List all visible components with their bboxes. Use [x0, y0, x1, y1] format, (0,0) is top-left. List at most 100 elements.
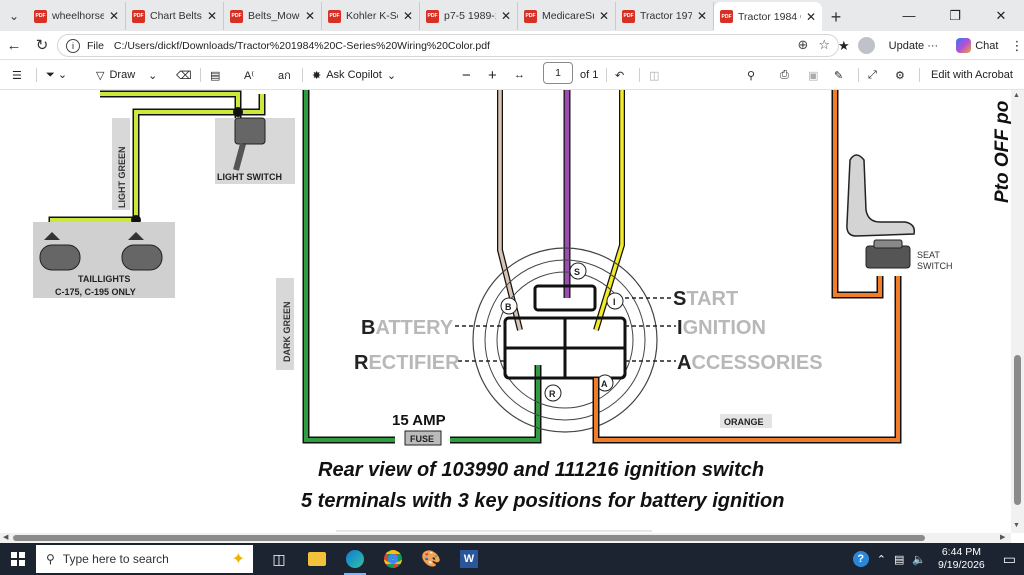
favorites-icon[interactable]: ★: [838, 37, 850, 53]
close-icon[interactable]: ✕: [206, 9, 217, 23]
window-close-icon[interactable]: ✕: [995, 7, 1007, 23]
tab-title: Belts_Mower_sp: [248, 10, 300, 22]
close-icon[interactable]: ✕: [500, 9, 511, 23]
fit-page-icon[interactable]: ↔: [514, 69, 525, 81]
close-icon[interactable]: ✕: [304, 9, 315, 23]
minimize-icon[interactable]: —: [902, 8, 916, 23]
tab-6[interactable]: PDF Tractor 1975 C- ✕: [616, 2, 714, 30]
tab-0[interactable]: PDF wheelhorseallye ✕: [28, 2, 126, 30]
scroll-down-arrow-icon[interactable]: ▼: [1013, 522, 1020, 529]
address-right-tools: ★ Update ··· Chat ⋮: [838, 33, 1023, 58]
url-text[interactable]: C:/Users/dickf/Downloads/Tractor%201984%…: [113, 39, 490, 52]
accessories-initial: A: [677, 352, 691, 374]
text-box-icon[interactable]: ▤: [210, 69, 221, 82]
clock[interactable]: 6:44 PM 9/19/2026: [938, 546, 985, 572]
chevron-up-icon[interactable]: ⌃: [876, 553, 886, 566]
save-as-icon[interactable]: ✎: [834, 69, 844, 82]
refresh-icon[interactable]: ↻: [35, 37, 49, 54]
volume-icon[interactable]: 🔈: [912, 553, 927, 566]
horizontal-scrollbar[interactable]: ◀ ▶: [0, 533, 1011, 543]
page-view-icon[interactable]: ◫: [649, 69, 660, 82]
gear-icon[interactable]: ⚙: [895, 69, 905, 82]
edge-browser-icon[interactable]: [336, 543, 374, 575]
close-icon[interactable]: ✕: [696, 9, 707, 23]
back-arrow-icon[interactable]: ←: [6, 36, 22, 54]
page-number-input[interactable]: 1: [543, 62, 573, 84]
task-view-icon[interactable]: ◫: [272, 550, 286, 567]
fullscreen-icon[interactable]: ⤢: [868, 68, 877, 81]
address-bar: ← ↻ i File C:/Users/dickf/Downloads/Trac…: [0, 31, 1024, 60]
tab-7-active[interactable]: PDF Tractor 1984 C- ✕: [714, 2, 822, 31]
terminal-a: A: [601, 379, 608, 389]
taskbar-search-box[interactable]: ⚲ Type here to search ✦: [36, 545, 253, 573]
highlight-icon[interactable]: ⏷ ⌄: [46, 69, 68, 81]
dark-green-label: DARK GREEN: [282, 301, 292, 362]
close-icon[interactable]: ✕: [598, 9, 609, 23]
pdf-icon: PDF: [328, 9, 341, 23]
url-scheme: File: [87, 39, 104, 52]
taillights-models: C-175, C-195 ONLY: [55, 287, 136, 297]
vertical-scroll-thumb[interactable]: [1014, 355, 1021, 505]
pto-label: Pto OFF po: [992, 101, 1011, 203]
word-icon[interactable]: W: [450, 543, 488, 575]
scroll-up-arrow-icon[interactable]: ▲: [1013, 92, 1020, 99]
file-explorer-icon[interactable]: [298, 543, 336, 575]
scroll-left-arrow-icon[interactable]: ◀: [3, 534, 9, 541]
tab-actions-chevron-icon[interactable]: ⌄: [8, 8, 20, 23]
info-icon[interactable]: i: [66, 38, 80, 53]
clock-date: 9/19/2026: [938, 559, 985, 571]
eraser-icon[interactable]: ⌫: [176, 69, 192, 82]
horizontal-scroll-thumb[interactable]: [13, 535, 925, 541]
chat-button[interactable]: Chat: [952, 35, 1002, 56]
update-button[interactable]: Update ···: [888, 39, 939, 52]
close-icon[interactable]: ✕: [108, 9, 119, 23]
tab-title: Kohler K-Servic: [346, 10, 398, 22]
start-button[interactable]: [0, 543, 36, 575]
zoom-icon[interactable]: ⊕: [797, 37, 809, 52]
tab-1[interactable]: PDF Chart Belts Trac ✕: [126, 2, 224, 30]
new-tab-plus-icon[interactable]: +: [830, 6, 842, 27]
print-icon[interactable]: ⎙: [780, 68, 789, 81]
taskbar-pinned-apps: ◫ 🎨 W: [260, 543, 488, 575]
vertical-scrollbar[interactable]: ▲ ▼: [1011, 90, 1024, 533]
scroll-right-arrow-icon[interactable]: ▶: [1000, 534, 1006, 541]
chrome-icon[interactable]: [374, 543, 412, 575]
settings-menu-icon[interactable]: ⋮: [1010, 37, 1024, 53]
draw-label: Draw: [109, 69, 136, 81]
save-icon[interactable]: ▣: [808, 69, 819, 82]
read-aloud-icon[interactable]: A⁽: [244, 69, 255, 82]
rotate-icon[interactable]: ↶: [615, 69, 625, 82]
translate-icon[interactable]: aก: [278, 70, 291, 82]
tab-4[interactable]: PDF p7-5 1989-1991 ✕: [420, 2, 518, 30]
ask-copilot-button[interactable]: ✸ Ask Copilot ⌄: [312, 65, 396, 85]
tab-2[interactable]: PDF Belts_Mower_sp ✕: [224, 2, 322, 30]
tab-5[interactable]: PDF MedicareSumm ✕: [518, 2, 616, 30]
clock-time: 6:44 PM: [941, 546, 981, 558]
zoom-in-icon[interactable]: +: [488, 66, 497, 84]
windows-logo-icon: [11, 552, 25, 566]
help-icon[interactable]: ?: [852, 551, 869, 567]
omnibox[interactable]: i File C:/Users/dickf/Downloads/Tractor%…: [57, 34, 839, 57]
draw-button[interactable]: ▽ Draw ⌄: [96, 65, 157, 85]
restore-icon[interactable]: ❐: [949, 7, 961, 23]
paint-icon[interactable]: 🎨: [421, 551, 441, 568]
avatar[interactable]: [857, 37, 875, 54]
pdf-icon: PDF: [426, 9, 439, 23]
pdf-icon: PDF: [622, 9, 635, 23]
network-icon[interactable]: ▤: [893, 553, 905, 566]
tab-title: Tractor 1984 C-: [738, 10, 801, 23]
close-icon[interactable]: ✕: [402, 9, 413, 23]
search-icon[interactable]: ⚲: [747, 69, 756, 82]
rectifier-initial: R: [354, 352, 369, 374]
window-controls: — ❐ ✕: [886, 0, 1024, 31]
contents-list-icon[interactable]: ☰: [12, 69, 22, 82]
notifications-icon[interactable]: ▭: [1002, 550, 1016, 567]
edit-with-acrobat-button[interactable]: Edit with Acrobat: [931, 69, 1013, 81]
battery-initial: B: [361, 317, 375, 339]
page-current[interactable]: 1: [543, 62, 573, 84]
close-icon[interactable]: ✕: [805, 9, 816, 24]
zoom-out-icon[interactable]: −: [462, 66, 471, 84]
favorite-star-icon[interactable]: ☆: [818, 37, 830, 52]
pdf-document-view[interactable]: LIGHT GREEN LIGHT SWITCH TAILLIGHTS C-17…: [0, 90, 1024, 533]
tab-3[interactable]: PDF Kohler K-Servic ✕: [322, 2, 420, 30]
